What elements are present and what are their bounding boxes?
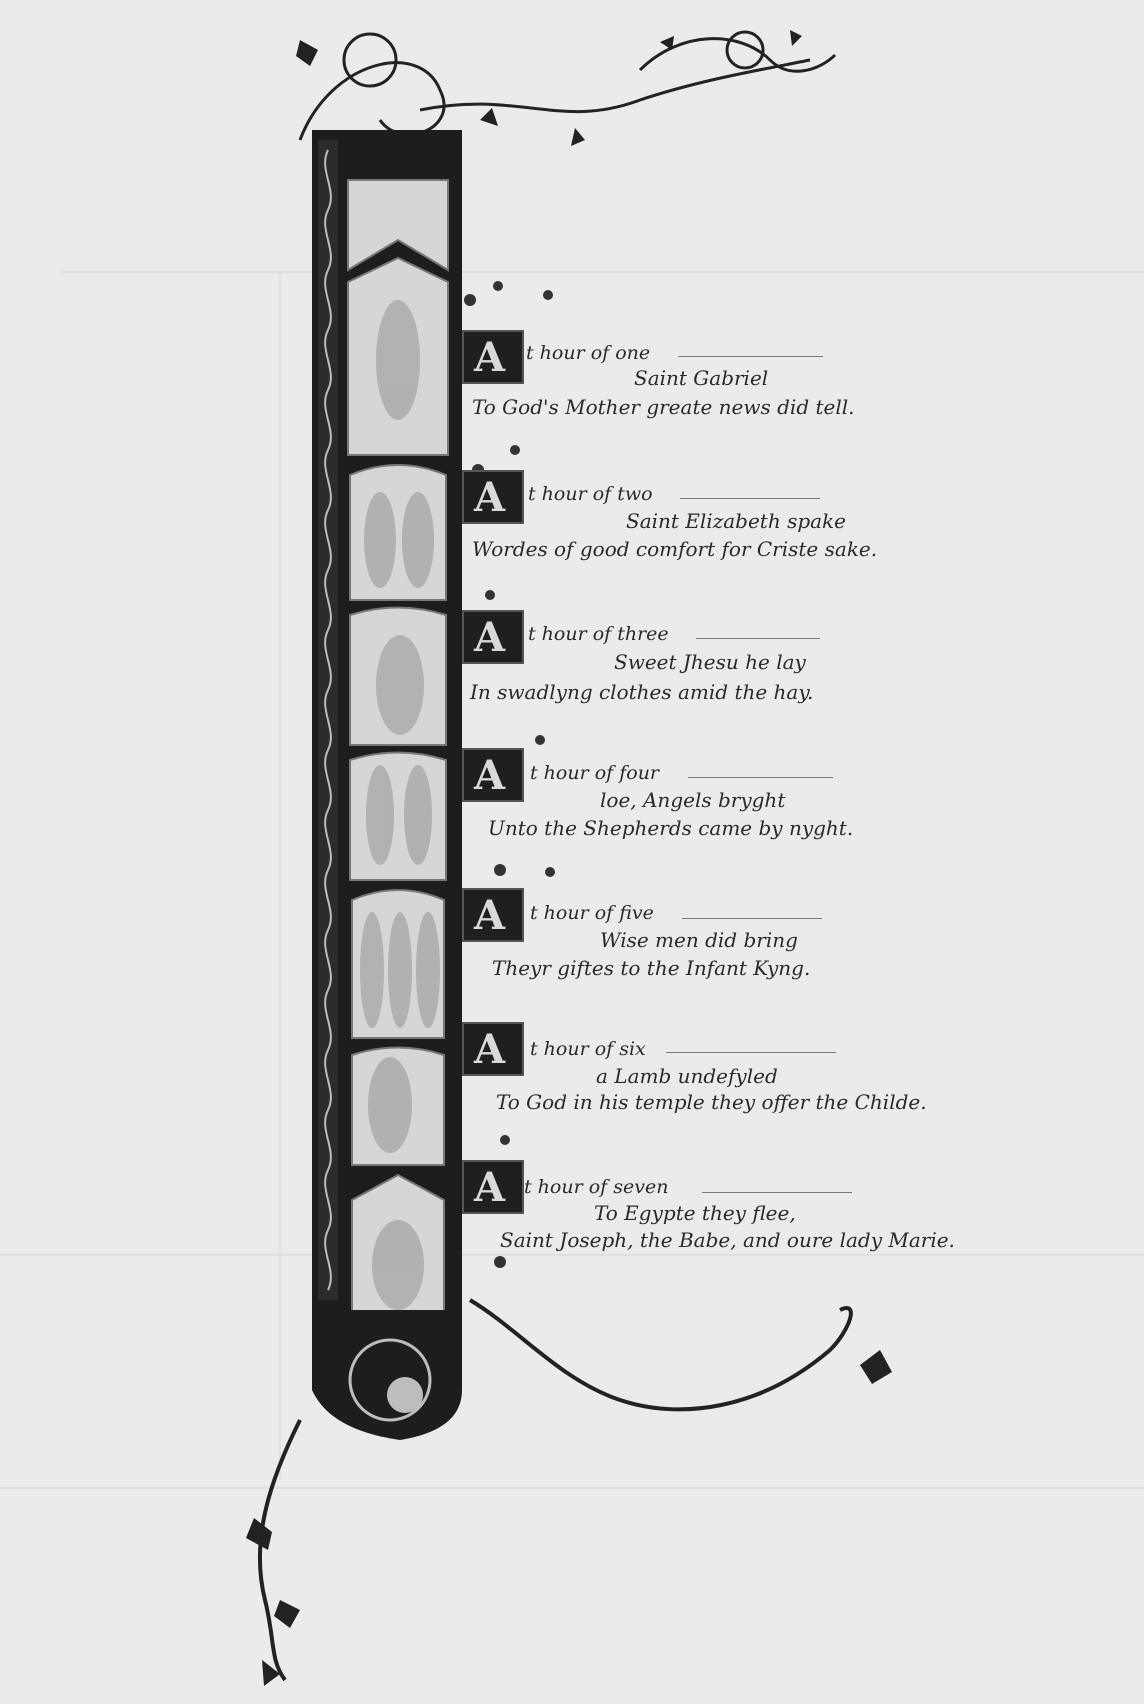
stanza-line-subject: To Egypte they flee,	[594, 1201, 796, 1225]
stanza-rule	[702, 1192, 852, 1193]
stanza-line-hour: t hour of five	[530, 902, 654, 924]
stanza-line-verse: Wordes of good comfort for Criste sake.	[472, 537, 878, 561]
initial-letter-glyph: A	[474, 892, 506, 939]
initial-letter-glyph: A	[474, 1026, 506, 1073]
stanza-rule	[688, 777, 833, 778]
stanza-rule	[682, 918, 822, 919]
stanza-line-subject: loe, Angels bryght	[600, 788, 786, 812]
panel-0	[347, 179, 449, 272]
initial-letter-1: A	[462, 330, 524, 384]
initial-letter-glyph: A	[474, 1164, 506, 1211]
stanza-line-subject: Saint Gabriel	[634, 366, 769, 390]
initial-letter-4: A	[462, 748, 524, 802]
initial-letter-glyph: A	[474, 614, 506, 661]
bottom-ornament	[312, 1310, 462, 1440]
stanza-line-hour: t hour of six	[530, 1038, 646, 1060]
panel-figures	[360, 300, 440, 1310]
stanza-line-hour: t hour of four	[530, 762, 660, 784]
stanza-line-hour: t hour of one	[526, 342, 651, 364]
initial-letter-glyph: A	[474, 474, 506, 521]
stanza-rule	[680, 498, 820, 499]
stanza-rule	[678, 356, 823, 357]
top-flourish-leaves	[296, 30, 802, 146]
stanza-line-hour: t hour of seven	[524, 1176, 669, 1198]
stanza-line-subject: Saint Elizabeth spake	[626, 509, 847, 533]
bottom-tail	[257, 1298, 853, 1682]
initial-letter-6: A	[462, 1022, 524, 1076]
stanza-line-verse: To God's Mother greate news did tell.	[472, 395, 855, 419]
stanza-line-hour: t hour of two	[528, 483, 653, 505]
initial-letter-2: A	[462, 470, 524, 524]
bottom-leaves	[246, 1350, 892, 1686]
stanza-line-subject: Wise men did bring	[600, 928, 798, 952]
stanza-line-verse: Saint Joseph, the Babe, and oure lady Ma…	[500, 1228, 955, 1252]
initial-letter-glyph: A	[474, 752, 506, 799]
stanza-rule	[696, 638, 820, 639]
stanza-line-verse: In swadlyng clothes amid the hay.	[470, 680, 814, 704]
initial-letter-glyph: A	[474, 334, 506, 381]
stanza-line-subject: a Lamb undefyled	[596, 1064, 778, 1088]
stanza-line-subject: Sweet Jhesu he lay	[614, 650, 806, 674]
stanza-line-verse: Unto the Shepherds came by nyght.	[488, 816, 854, 840]
initial-letter-7: A	[462, 1160, 524, 1214]
stanza-rule	[666, 1052, 836, 1053]
stanza-line-verse: Theyr giftes to the Infant Kyng.	[492, 956, 811, 980]
initial-letter-3: A	[462, 610, 524, 664]
stanza-line-hour: t hour of three	[528, 623, 669, 645]
top-flourish	[298, 30, 837, 141]
stanza-line-verse: To God in his temple they offer the Chil…	[496, 1090, 927, 1114]
initial-letter-5: A	[462, 888, 524, 942]
